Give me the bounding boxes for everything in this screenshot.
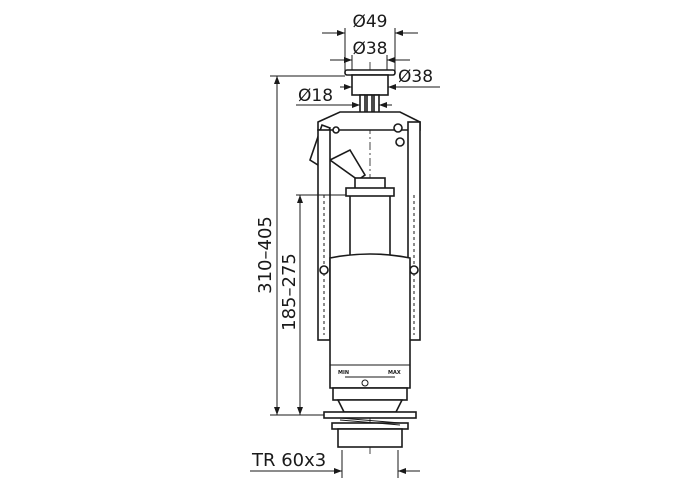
label-max: MAX xyxy=(388,370,401,376)
dim-top-inner: Ø38 xyxy=(330,39,410,72)
dim-stem: Ø18 xyxy=(296,86,392,108)
overflow-tube-top xyxy=(345,187,395,197)
dim-thread: TR 60x3 xyxy=(250,450,420,478)
overflow-tube xyxy=(349,189,391,259)
label-thread: TR 60x3 xyxy=(251,450,326,471)
label-total-height: 310–405 xyxy=(255,216,276,294)
label-overflow-height: 185–275 xyxy=(279,253,300,331)
label-stem-diameter: Ø18 xyxy=(298,86,333,106)
right-rail xyxy=(407,121,421,341)
dim-total-height: 310–405 xyxy=(255,75,345,416)
label-top-inner-diameter: Ø38 xyxy=(352,39,387,59)
left-rail xyxy=(317,129,331,341)
label-top-outer-diameter: Ø49 xyxy=(352,12,387,32)
label-min: MIN xyxy=(338,370,349,376)
dim-overflow-height: 185–275 xyxy=(279,194,346,415)
label-cap-diameter: Ø38 xyxy=(398,67,433,87)
main-cylinder: MIN MAX xyxy=(329,253,411,389)
dim-cap: Ø38 xyxy=(340,67,440,90)
push-button-cap xyxy=(344,69,396,116)
valve-base xyxy=(323,387,417,448)
dim-top-outer: Ø49 xyxy=(322,12,418,72)
